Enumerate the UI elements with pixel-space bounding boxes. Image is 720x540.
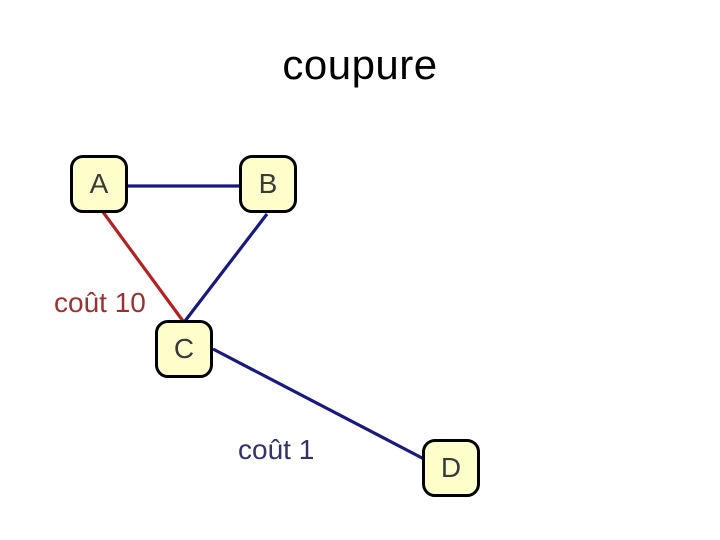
graph-node-a-label: A [89, 168, 109, 199]
edge-b-c [183, 213, 269, 322]
graph-node-d: D [422, 439, 480, 497]
graph-node-a: A [70, 155, 128, 213]
graph-node-c-label: C [173, 333, 195, 364]
edge-label-cost-1: coût 1 [238, 434, 315, 465]
edge-c-d [212, 347, 425, 461]
graph-node-c: C [155, 320, 213, 378]
edge-a-c [101, 211, 185, 322]
slide-title: coupure [282, 41, 438, 88]
graph-node-d-label: D [440, 452, 462, 483]
graph-node-b-label: B [258, 168, 278, 199]
graph-node-b: B [239, 155, 297, 213]
edge-label-cost-10: coût 10 [54, 287, 146, 318]
